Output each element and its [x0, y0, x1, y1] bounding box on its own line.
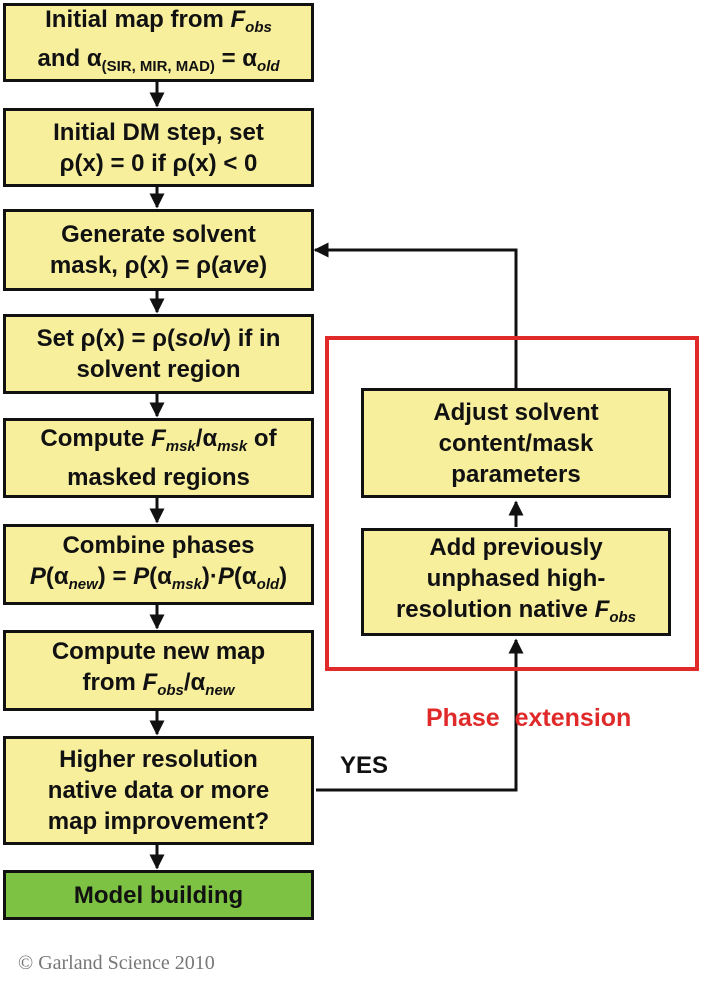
alpha-subscript: (SIR, MIR, MAD) [101, 57, 215, 75]
adjust-line-2: content/mask [438, 429, 594, 457]
alpha-old-symbol: α [242, 44, 258, 72]
alpha-new-close: ) = [97, 562, 134, 590]
slash-text: / [183, 668, 191, 696]
resolution-native-text: resolution native [395, 595, 595, 623]
f-symbol: F [230, 5, 246, 33]
generate-mask-line-1: Generate solvent [61, 221, 256, 248]
f-obs-symbol: F [594, 595, 610, 623]
alpha-msk-subscript: msk [217, 438, 248, 455]
and-text: and [37, 44, 87, 72]
set-solvent-box: Set ρ(x) = ρ(solv) if in solvent region [3, 314, 314, 394]
set-post-text: ) if in [223, 325, 281, 352]
initial-map-line-2: and α(SIR, MIR, MAD) = αold [37, 43, 279, 82]
slash-text: / [195, 425, 203, 452]
ave-text: ave [219, 252, 260, 279]
alpha-new-subscript: new [205, 681, 235, 699]
equals-text: = [214, 44, 243, 72]
f-obs-symbol: F [142, 668, 158, 696]
p-symbol: P [133, 562, 150, 590]
generate-mask-line-2: mask, ρ(x) = ρ(ave) [50, 250, 267, 281]
alpha-new-subscript: new [68, 575, 98, 593]
yes-label: YES [340, 752, 389, 779]
of-text: of [247, 425, 277, 452]
compute-new-map-box: Compute new map from Fobs/αnew [3, 630, 314, 711]
compute-fmsk-line-1: Compute Fmsk/αmsk of [40, 423, 276, 462]
initial-dm-line-2: ρ(x) = 0 if ρ(x) < 0 [59, 149, 258, 177]
feedback-arrow [313, 242, 518, 388]
yes-branch-arrow [316, 638, 524, 792]
alpha-msk-subscript: msk [171, 575, 202, 593]
initial-map-text: Initial map from [45, 5, 231, 33]
higher-res-line-2: native data or more [47, 777, 270, 804]
higher-res-line-1: Higher resolution [59, 746, 258, 773]
phase-extension-label: Phase extension [426, 704, 632, 732]
alpha-msk-open: (α [149, 562, 172, 590]
p-symbol: P [29, 562, 46, 590]
mask-pre-text: mask, ρ(x) = ρ( [49, 252, 220, 279]
set-solvent-line-1: Set ρ(x) = ρ(solv) if in [37, 323, 281, 354]
set-pre-text: Set ρ(x) = ρ( [36, 325, 176, 352]
adjust-line-1: Adjust solvent [433, 398, 599, 426]
p-symbol: P [217, 562, 234, 590]
alpha-old-subscript: old [256, 575, 280, 593]
f-obs-subscript: obs [157, 681, 184, 699]
adjust-line-3: parameters [451, 460, 581, 488]
solv-text: solv [175, 325, 224, 352]
f-msk-symbol: F [151, 425, 166, 452]
f-subscript: obs [245, 18, 272, 36]
adjust-solvent-box: Adjust solvent content/mask parameters [361, 388, 671, 498]
higher-resolution-box: Higher resolution native data or more ma… [3, 736, 314, 845]
higher-res-line-3: map improvement? [47, 808, 270, 835]
compute-pre-text: Compute [40, 425, 152, 452]
initial-map-line-1: Initial map from Fobs [45, 4, 272, 43]
combine-phases-formula: P(αnew) = P(αmsk)·P(αold) [30, 561, 287, 600]
generate-mask-box: Generate solvent mask, ρ(x) = ρ(ave) [3, 209, 314, 291]
model-building-box: Model building [3, 870, 314, 920]
alpha-old-close: ) [279, 562, 288, 590]
add-line-1: Add previously [429, 533, 603, 561]
combine-phases-box: Combine phases P(αnew) = P(αmsk)·P(αold) [3, 524, 314, 605]
alpha-old-subscript: old [257, 57, 280, 75]
f-obs-subscript: obs [609, 608, 637, 626]
compute-new-map-line-2: from Fobs/αnew [83, 667, 235, 706]
phase-extension-frame [325, 336, 699, 671]
add-line-3: resolution native Fobs [396, 594, 636, 633]
alpha-msk-symbol: α [202, 425, 218, 452]
mask-post-text: ) [259, 252, 268, 279]
f-msk-subscript: msk [165, 438, 196, 455]
compute-new-map-line-1: Compute new map [51, 637, 266, 665]
alpha-new-open: (α [45, 562, 69, 590]
compute-fmsk-box: Compute Fmsk/αmsk of masked regions [3, 418, 314, 498]
alpha-new-symbol: α [190, 668, 206, 696]
from-text: from [82, 668, 143, 696]
alpha-msk-close: )· [201, 562, 218, 590]
compute-fmsk-line-2: masked regions [67, 464, 250, 491]
model-building-label: Model building [73, 881, 244, 909]
initial-dm-box: Initial DM step, set ρ(x) = 0 if ρ(x) < … [3, 108, 314, 187]
copyright-text: © Garland Science 2010 [18, 952, 215, 974]
alpha-old-open: (α [233, 562, 257, 590]
set-solvent-line-2: solvent region [76, 356, 241, 383]
combine-phases-line-1: Combine phases [62, 531, 255, 559]
initial-dm-line-1: Initial DM step, set [53, 118, 264, 146]
add-line-2: unphased high- [426, 564, 606, 592]
add-previously-box: Add previously unphased high- resolution… [361, 528, 671, 636]
alpha-symbol: α [86, 44, 102, 72]
initial-map-box: Initial map from Fobs and α(SIR, MIR, MA… [3, 3, 314, 82]
